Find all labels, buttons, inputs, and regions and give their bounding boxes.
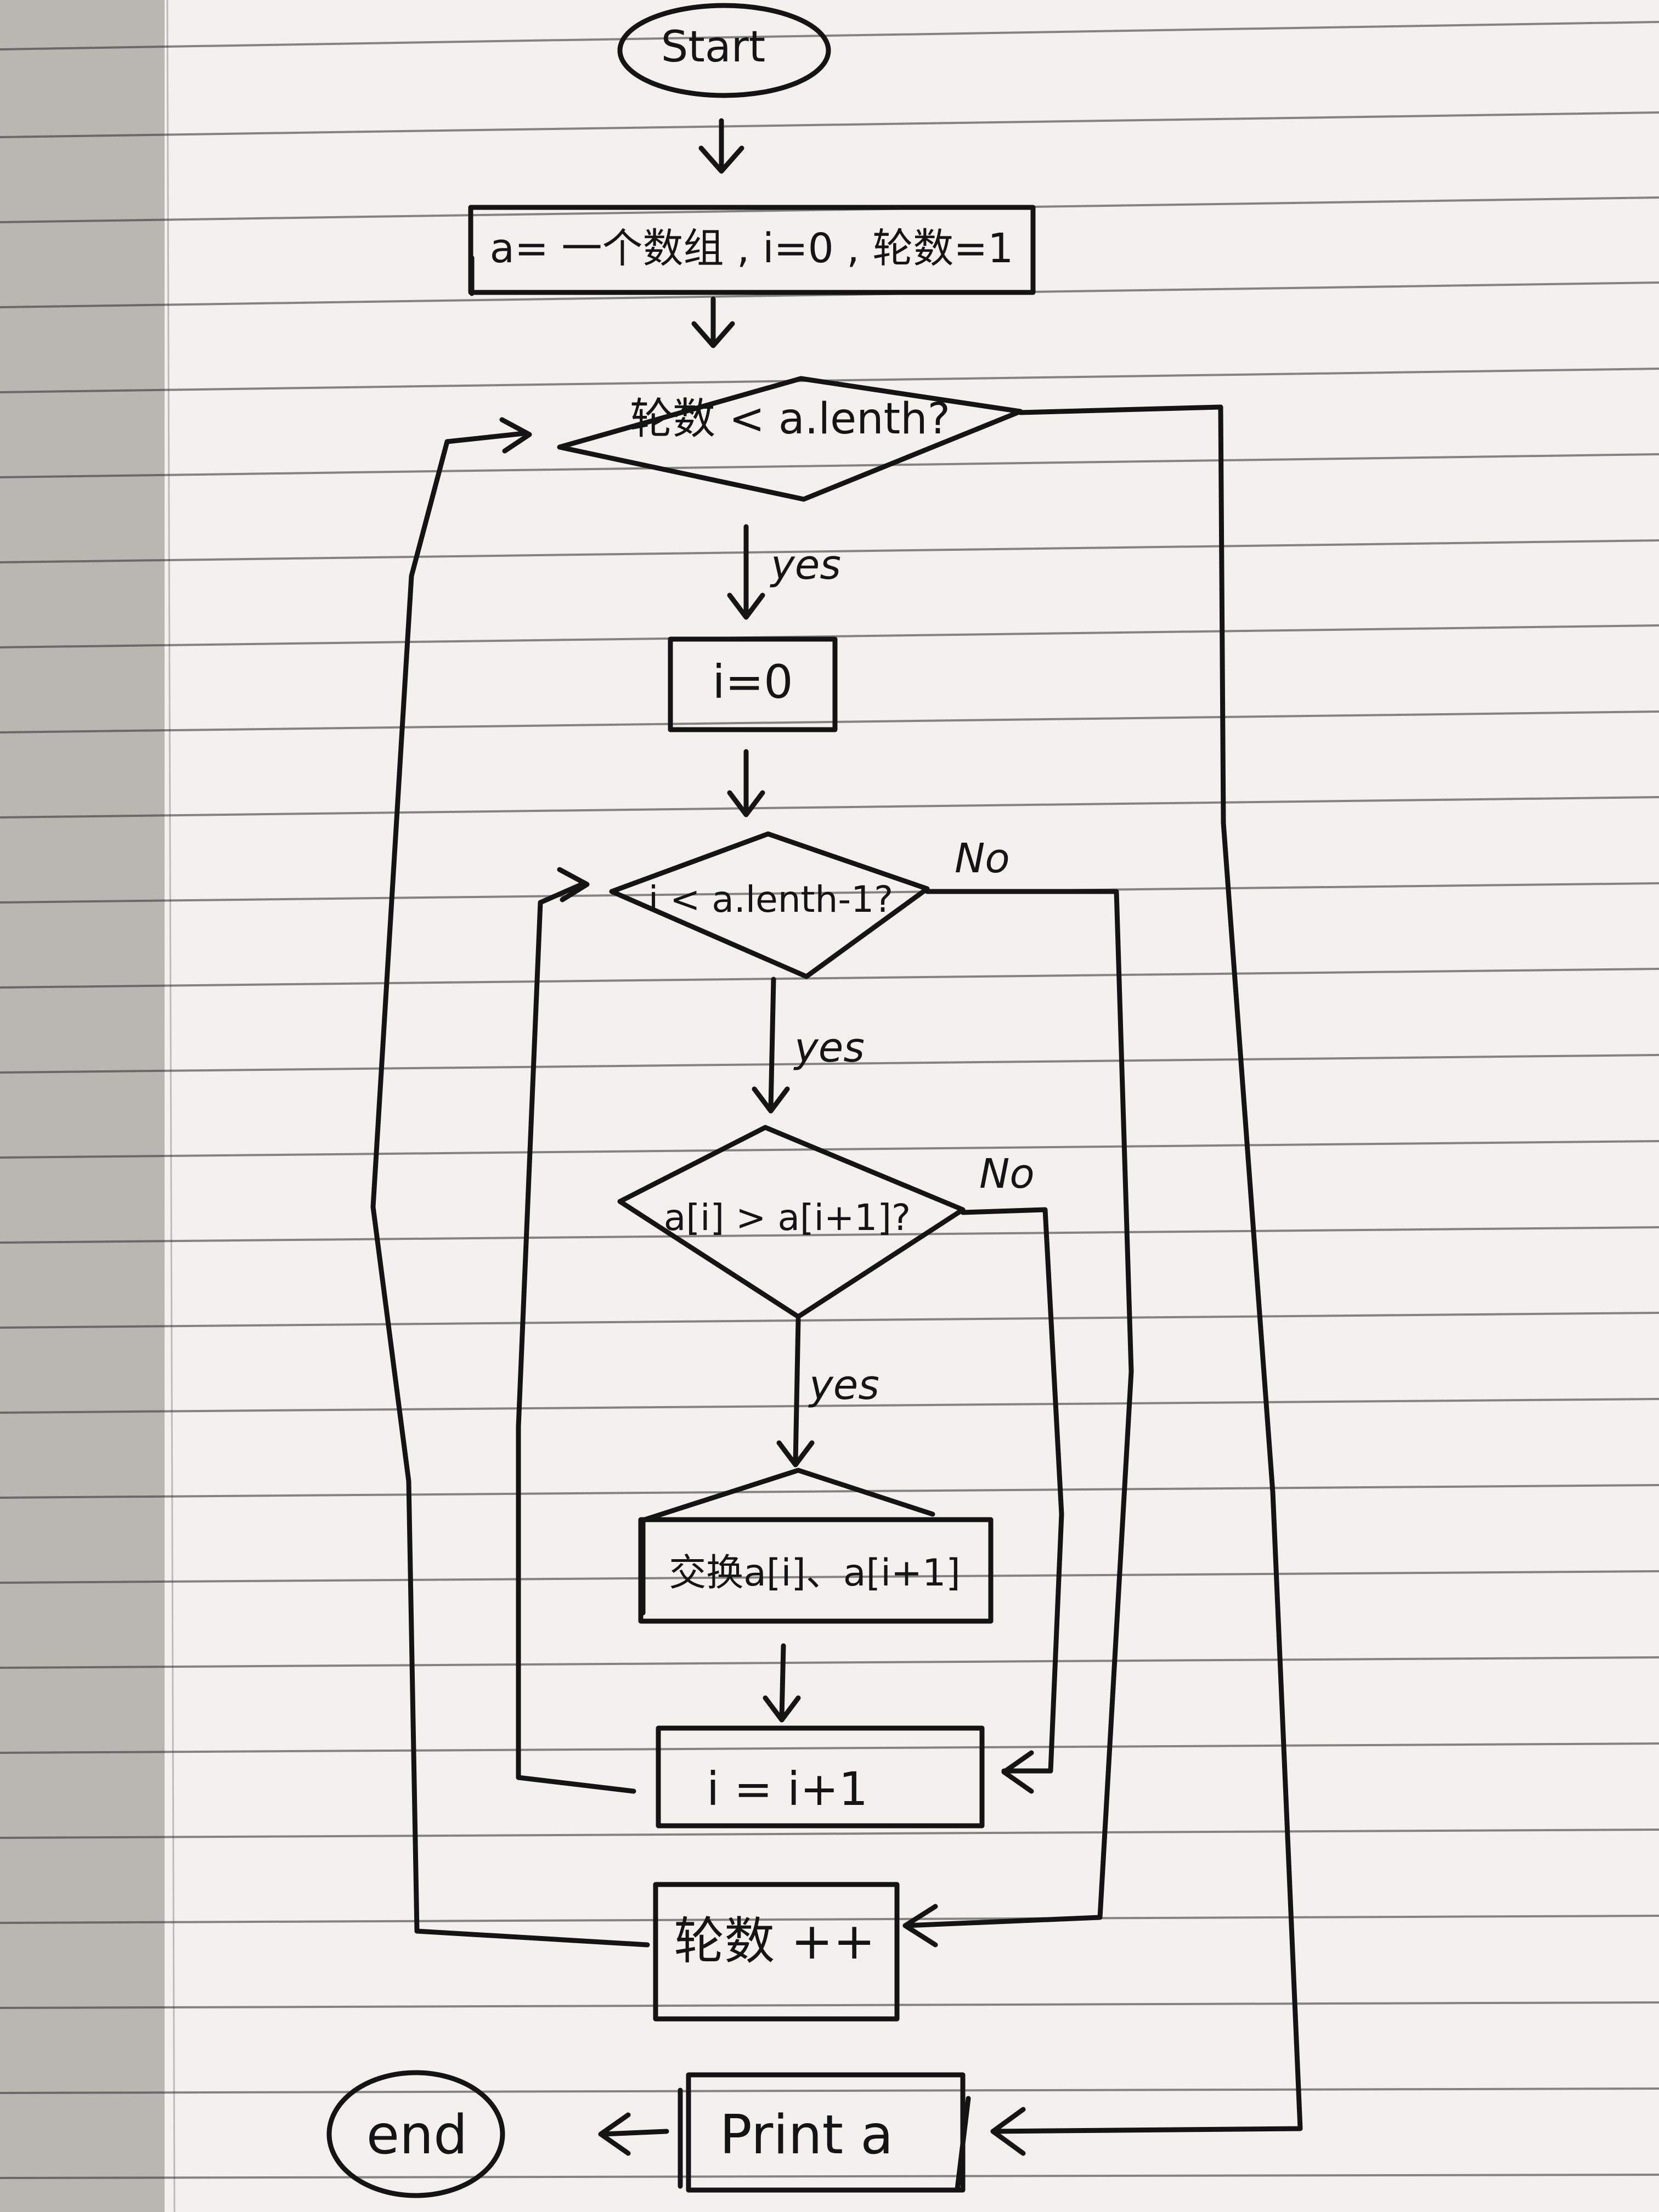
increment-round-label: 轮数 ++ [674, 1912, 875, 1971]
inner-yes-label: yes [793, 1024, 865, 1071]
swap-process-box: 交换a[i]、a[i+1] [638, 1468, 994, 1624]
print-label: Print a [720, 2104, 894, 2166]
arrow-swap-to-increment-i [763, 1643, 801, 1723]
outer-condition-diamond: 轮数 < a.lenth? [557, 376, 1023, 502]
page-fold [166, 0, 176, 2212]
arrow-start-to-init [698, 118, 744, 174]
end-label: end [366, 2104, 468, 2166]
swap-label: 交换a[i]、a[i+1] [669, 1551, 960, 1595]
reset-i-label: i=0 [712, 655, 793, 709]
arrow-inner-yes: yes [752, 977, 865, 1114]
compare-label: a[i] > a[i+1]? [664, 1197, 911, 1239]
reset-i-box: i=0 [668, 636, 838, 732]
left-page-edge [0, 0, 181, 2212]
connector-compare-no-to-increment-i: No [960, 1150, 1064, 1794]
arrow-print-to-end [598, 2112, 669, 2156]
connector-outer-no-to-print [990, 404, 1303, 2156]
start-terminal: Start [617, 3, 831, 98]
arrow-compare-yes: yes [776, 1317, 879, 1468]
ruled-lines [0, 21, 1659, 2179]
connector-inner-no-to-round: No [902, 835, 1134, 1948]
start-label: Start [661, 22, 766, 72]
compare-yes-label: yes [808, 1362, 879, 1409]
increment-round-box: 轮数 ++ [653, 1882, 900, 2022]
print-box: Print a [678, 2072, 971, 2193]
connector-increment-i-loop-back [516, 867, 636, 1794]
init-label: a= 一个数组 , i=0 , 轮数=1 [490, 225, 1014, 272]
inner-no-label: No [955, 835, 1010, 882]
compare-no-label: No [979, 1150, 1035, 1198]
increment-i-box: i = i+1 [656, 1725, 985, 1829]
inner-condition-diamond: i < a.lenth-1? [609, 831, 930, 979]
end-terminal: end [326, 2070, 505, 2198]
arrow-reset-to-inner-condition [727, 749, 765, 817]
init-process-box: a= 一个数组 , i=0 , 轮数=1 [468, 205, 1036, 296]
compare-diamond: a[i] > a[i+1]? [617, 1125, 966, 1319]
inner-condition-label: i < a.lenth-1? [648, 878, 893, 921]
outer-yes-label: yes [770, 541, 841, 589]
notebook-paper [165, 0, 1659, 2212]
arrow-init-to-outer-condition [691, 296, 735, 348]
increment-i-label: i = i+1 [707, 1762, 868, 1816]
outer-condition-label: 轮数 < a.lenth? [630, 394, 950, 444]
arrow-outer-yes: yes [727, 524, 841, 620]
connector-round-loop-back [370, 417, 650, 1948]
